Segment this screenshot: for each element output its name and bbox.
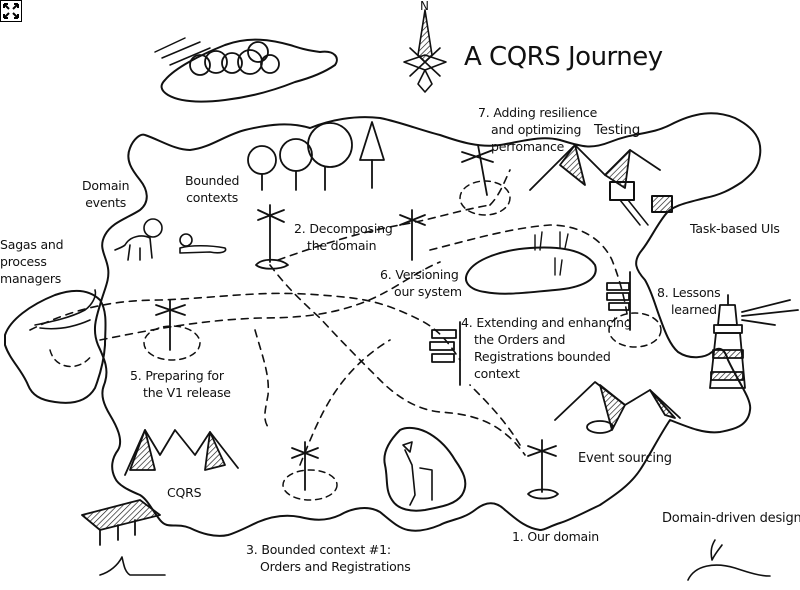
waypoint-5-label: 5. Preparing for the V1 release [130,368,231,400]
label-cqrs: CQRS [167,485,202,500]
tiger-icon [179,233,227,254]
whale-icon [687,539,771,581]
lighthouse-icon [709,294,799,389]
forest-icon [189,41,280,76]
crocodile-icon [34,289,97,330]
mountains-cqrs [124,429,239,476]
label-domain-driven-design: Domain-driven design [662,511,800,526]
reeds [534,231,569,276]
label-testing: Testing [594,122,641,138]
waypoint-2-label: 2. Decomposing the domain [294,221,393,253]
waypoint-circles [143,180,662,501]
waypoint-3-label: 3. Bounded context #1: Orders and Regist… [246,542,411,574]
mine-cart-icon [651,195,673,213]
mountains-event-sourcing [554,381,681,434]
compass-rose-icon [403,9,447,93]
shark-fin-icon [99,556,166,576]
giraffe-bay [383,426,467,512]
giraffe-icon [402,441,433,506]
path-sagas [49,349,93,368]
label-task-based-uis: Task-based UIs [690,221,780,236]
north-island-outline [160,38,338,103]
label-event-sourcing: Event sourcing [578,451,672,466]
waypoint-6-label: 6. Versioning our system [380,267,462,299]
rail-track [619,199,649,226]
lion-icon [114,218,163,261]
waypoint-7-label: 7. Adding resilience and optimizing perf… [478,105,598,154]
wind-lines [154,37,211,66]
fullscreen-button[interactable] [0,0,22,22]
signpost-icon [155,144,631,500]
sagas-island-outline [4,289,107,404]
main-island-outline [93,112,762,537]
compass-north-label: N [420,0,429,13]
pond [465,246,597,295]
mine-entrance-icon [609,181,635,201]
waypoint-1-label: 1. Our domain [512,529,600,544]
expand-arrows-icon [3,3,19,19]
waypoint-4-label: 4. Extending and enhancing the Orders an… [461,315,632,381]
pier-icon [81,499,161,546]
tree-grove-icon [247,121,385,191]
map-title: A CQRS Journey [464,42,663,72]
waypoint-8-label: 8. Lessons learned [657,285,721,317]
